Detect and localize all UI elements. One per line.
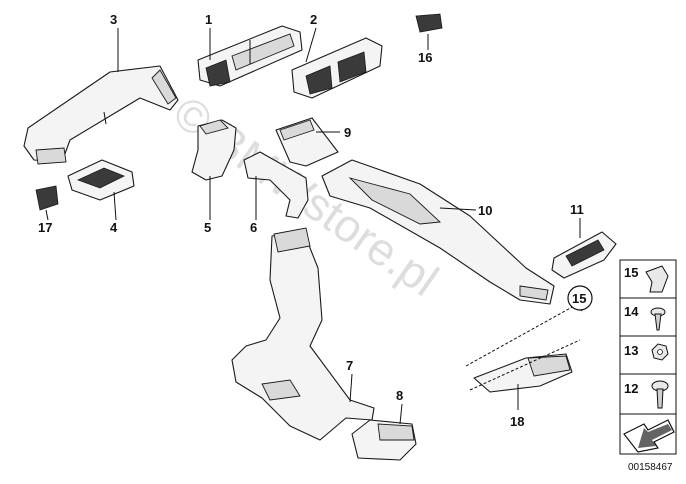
part-17-small-grille	[35, 185, 59, 211]
callout-4: 4	[110, 220, 118, 235]
part-9-funnel	[275, 117, 339, 167]
part-4-side-vent	[67, 159, 135, 201]
part-3-duct	[23, 65, 179, 165]
clip-icon	[645, 265, 669, 293]
legend-13: 13	[624, 343, 638, 358]
callout-18: 18	[510, 414, 524, 429]
arrow-icon	[623, 419, 675, 453]
part-11-rear-vent	[551, 231, 617, 279]
leader-lines	[45, 27, 581, 425]
callout-15: 15	[572, 291, 586, 306]
part-10-centre-duct	[321, 159, 555, 305]
bolt-icon	[651, 380, 669, 409]
callout-10: 10	[478, 203, 492, 218]
reference-code: 00158467	[628, 462, 673, 473]
callout-8: 8	[396, 388, 403, 403]
callout-15-circled: 15	[567, 285, 593, 311]
callouts: 3 1 2 16 9 10 11 17 4 5 6 7 8 18	[38, 12, 584, 429]
callout-3: 3	[110, 12, 117, 27]
callout-9: 9	[344, 125, 351, 140]
part-5-connector	[191, 119, 237, 181]
hardware-legend: 15 14 13 12	[619, 259, 677, 455]
callout-11: 11	[570, 202, 584, 217]
part-6-duct-piece	[243, 151, 309, 219]
callout-16: 16	[418, 50, 432, 65]
callout-17: 17	[38, 220, 52, 235]
callout-5: 5	[204, 220, 211, 235]
callout-1: 1	[205, 12, 212, 27]
legend-15: 15	[624, 265, 638, 280]
nut-icon	[651, 343, 669, 361]
legend-12: 12	[624, 381, 638, 396]
callout-6: 6	[250, 220, 257, 235]
part-18-duct-piece	[473, 353, 573, 393]
part-2-vent-grille	[291, 37, 383, 99]
part-8-duct-ends	[351, 419, 417, 461]
callout-2: 2	[310, 12, 317, 27]
part-1-vent	[197, 25, 303, 87]
part-16-small-grille	[415, 13, 443, 33]
screw-icon	[650, 307, 666, 331]
part-7-floor-duct	[231, 227, 375, 441]
callout-7: 7	[346, 358, 353, 373]
legend-14: 14	[624, 304, 639, 319]
